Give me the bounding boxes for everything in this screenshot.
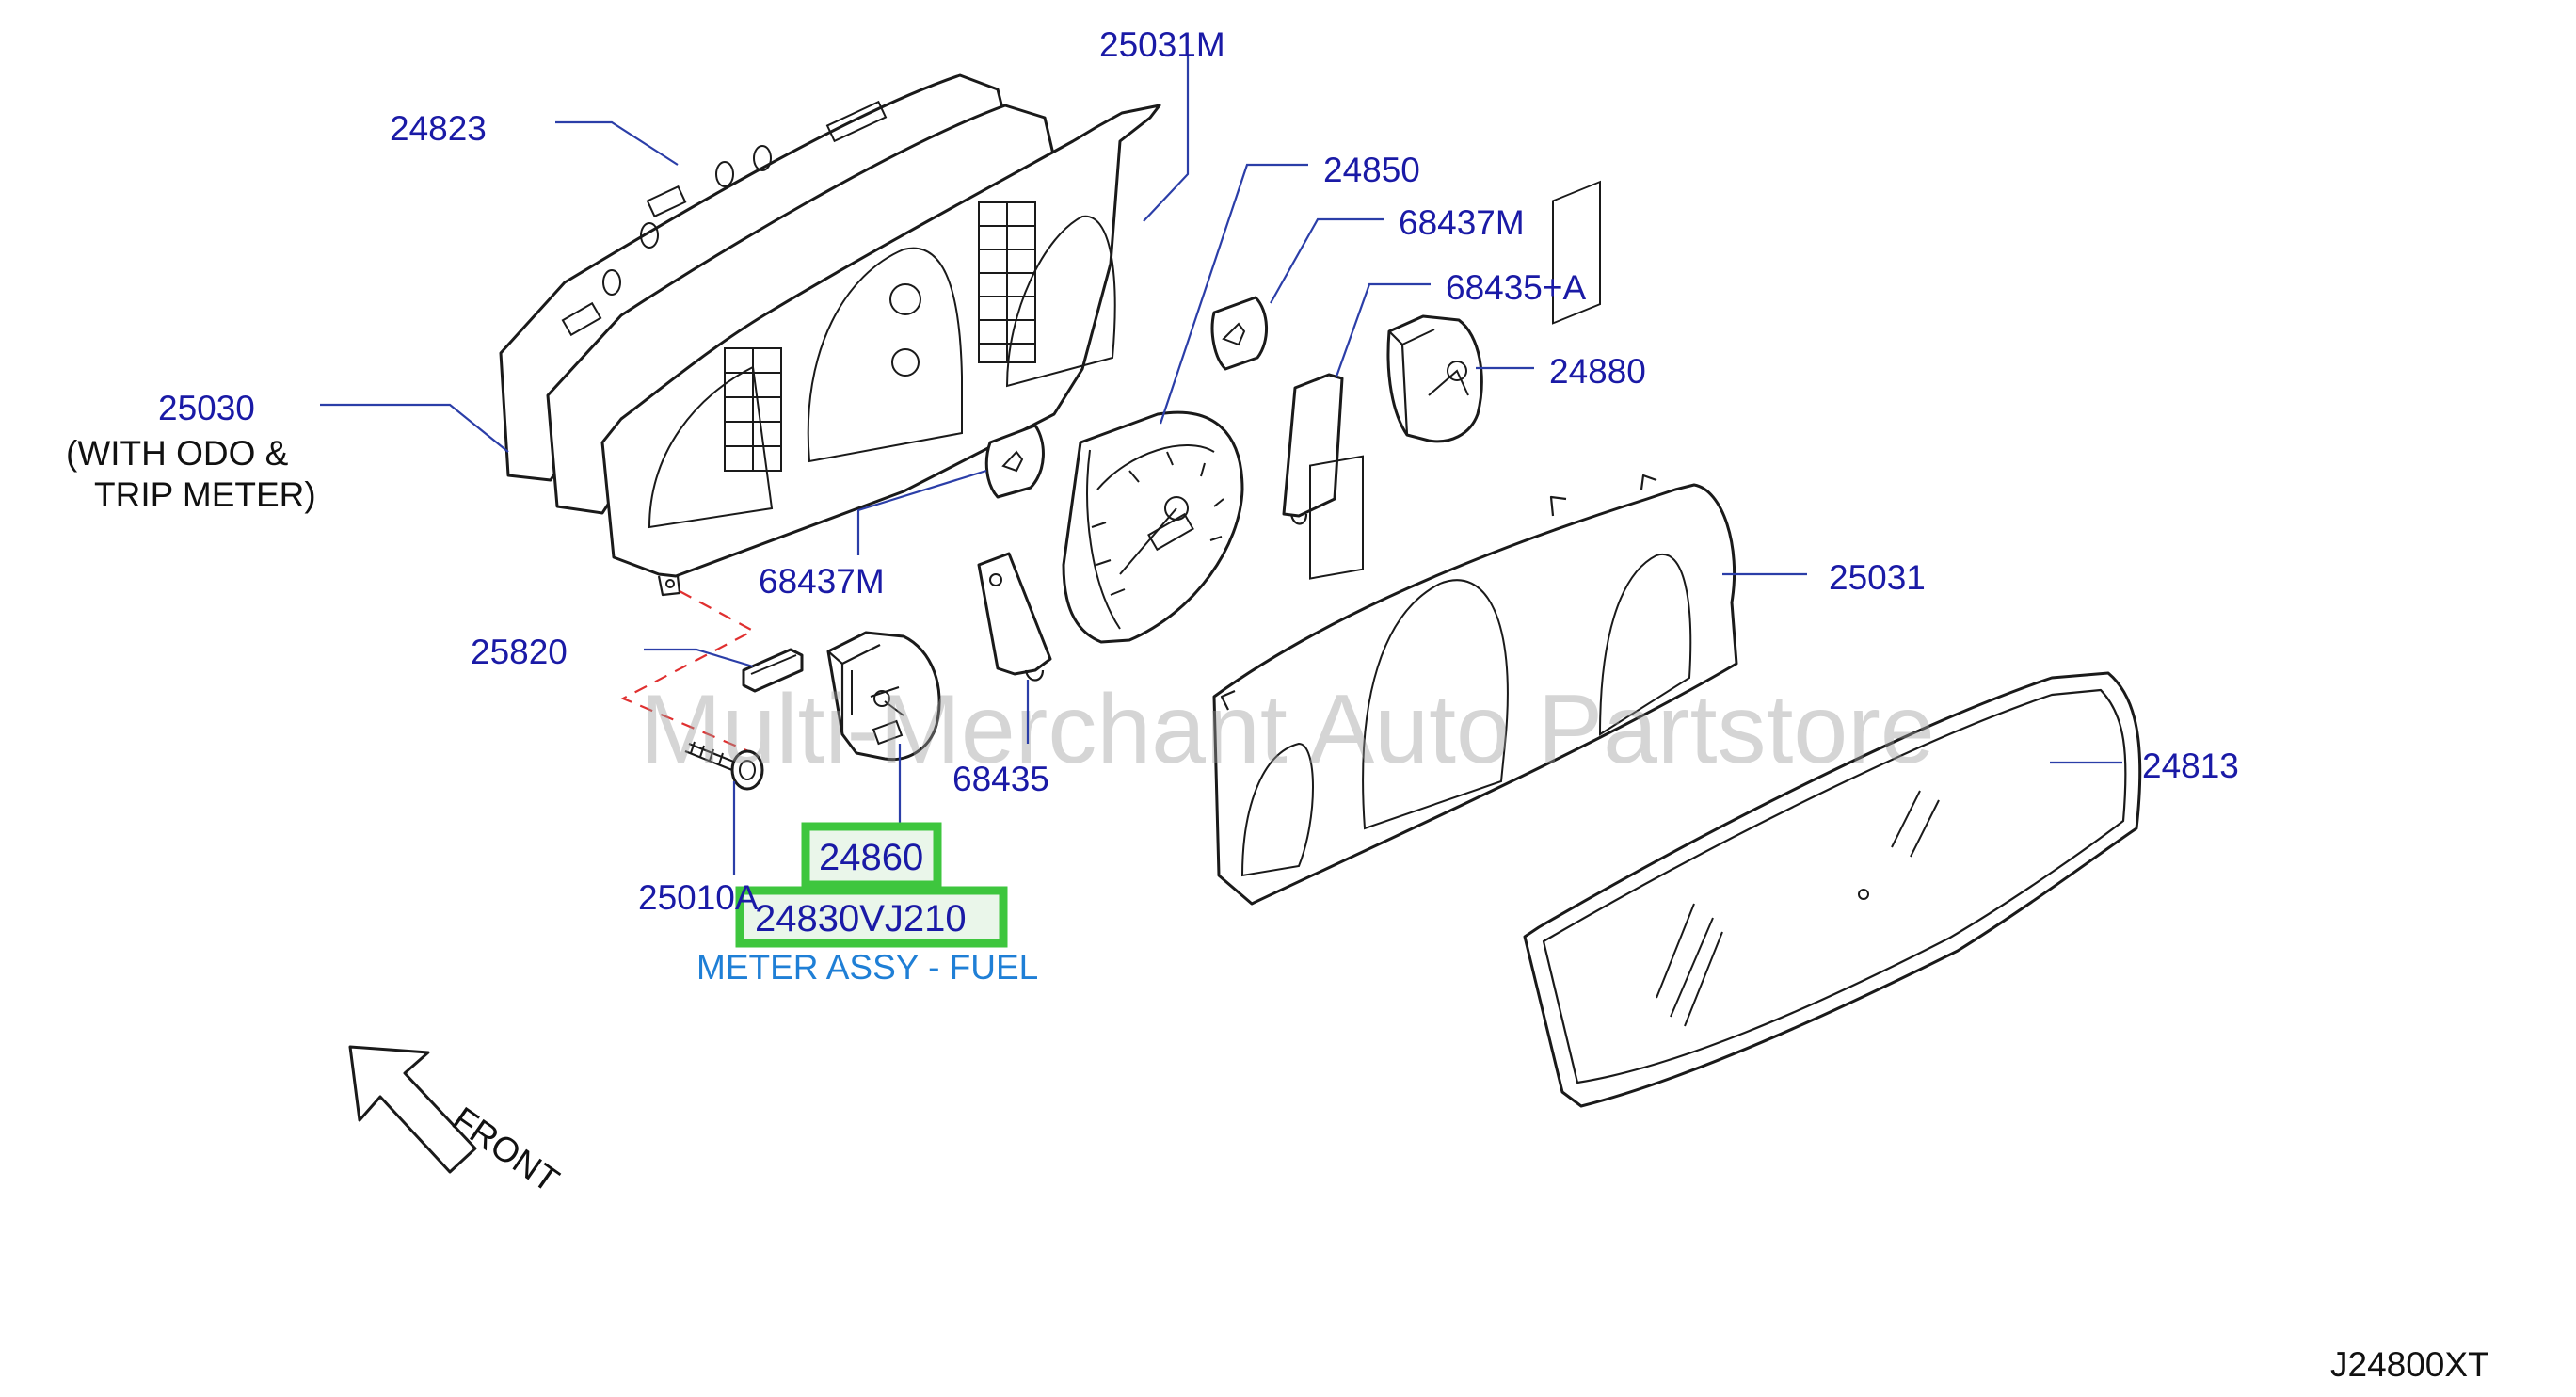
- part-24880-gauge: [1386, 314, 1483, 443]
- part-25820: [742, 648, 804, 693]
- label-25030[interactable]: 25030: [158, 389, 255, 427]
- label-24860[interactable]: 24860: [819, 837, 923, 878]
- rear-housing-stack: [499, 73, 1161, 597]
- label-25030-note-line2: TRIP METER): [94, 475, 316, 514]
- part-25031-bezel: [1212, 180, 1738, 906]
- label-25031M[interactable]: 25031M: [1099, 25, 1225, 64]
- label-24823[interactable]: 24823: [390, 109, 487, 148]
- label-24830VJ210[interactable]: 24830VJ210: [755, 898, 967, 939]
- part-25010A-screw: [684, 741, 764, 791]
- part-25031M: [600, 104, 1161, 578]
- highlight-box-24830VJ210: [735, 886, 1008, 948]
- watermark-text: Multi-Merchant Auto Partstore: [640, 675, 1935, 784]
- part-68435: [977, 552, 1052, 682]
- bezel-lamp-grid-right: [1552, 180, 1601, 325]
- part-68437M-top: [1210, 296, 1269, 371]
- label-25010A[interactable]: 25010A: [638, 878, 759, 917]
- label-68437M-mid[interactable]: 68437M: [759, 562, 885, 601]
- part-24860-fuel-gauge: [826, 631, 941, 762]
- dashed-link-lines: [620, 590, 756, 755]
- label-25820[interactable]: 25820: [471, 633, 568, 671]
- warning-lamp-grid-right: [978, 201, 1036, 363]
- label-68435[interactable]: 68435: [952, 760, 1049, 798]
- label-25031[interactable]: 25031: [1829, 558, 1926, 597]
- leader-lines: [320, 56, 2122, 875]
- part-68435A: [1282, 373, 1344, 525]
- part-description: METER ASSY - FUEL: [696, 948, 1038, 987]
- warning-lamp-grid-left: [724, 347, 782, 472]
- label-68437M-top[interactable]: 68437M: [1399, 203, 1525, 242]
- label-24880[interactable]: 24880: [1549, 352, 1646, 391]
- part-24850-speedometer: [1062, 410, 1244, 644]
- front-arrow-icon: [348, 1045, 477, 1174]
- highlight-box-24860: [801, 822, 942, 890]
- part-68437M-mid: [984, 424, 1045, 499]
- bezel-lamp-grid-left: [1309, 455, 1364, 580]
- footer-diagram-code: J24800XT: [2330, 1345, 2489, 1384]
- label-25030-note-line1: (WITH ODO &: [66, 434, 289, 473]
- label-68435A[interactable]: 68435+A: [1446, 268, 1586, 307]
- label-24850[interactable]: 24850: [1323, 151, 1420, 189]
- label-24813[interactable]: 24813: [2142, 747, 2239, 785]
- part-24813-lens: [1523, 671, 2142, 1108]
